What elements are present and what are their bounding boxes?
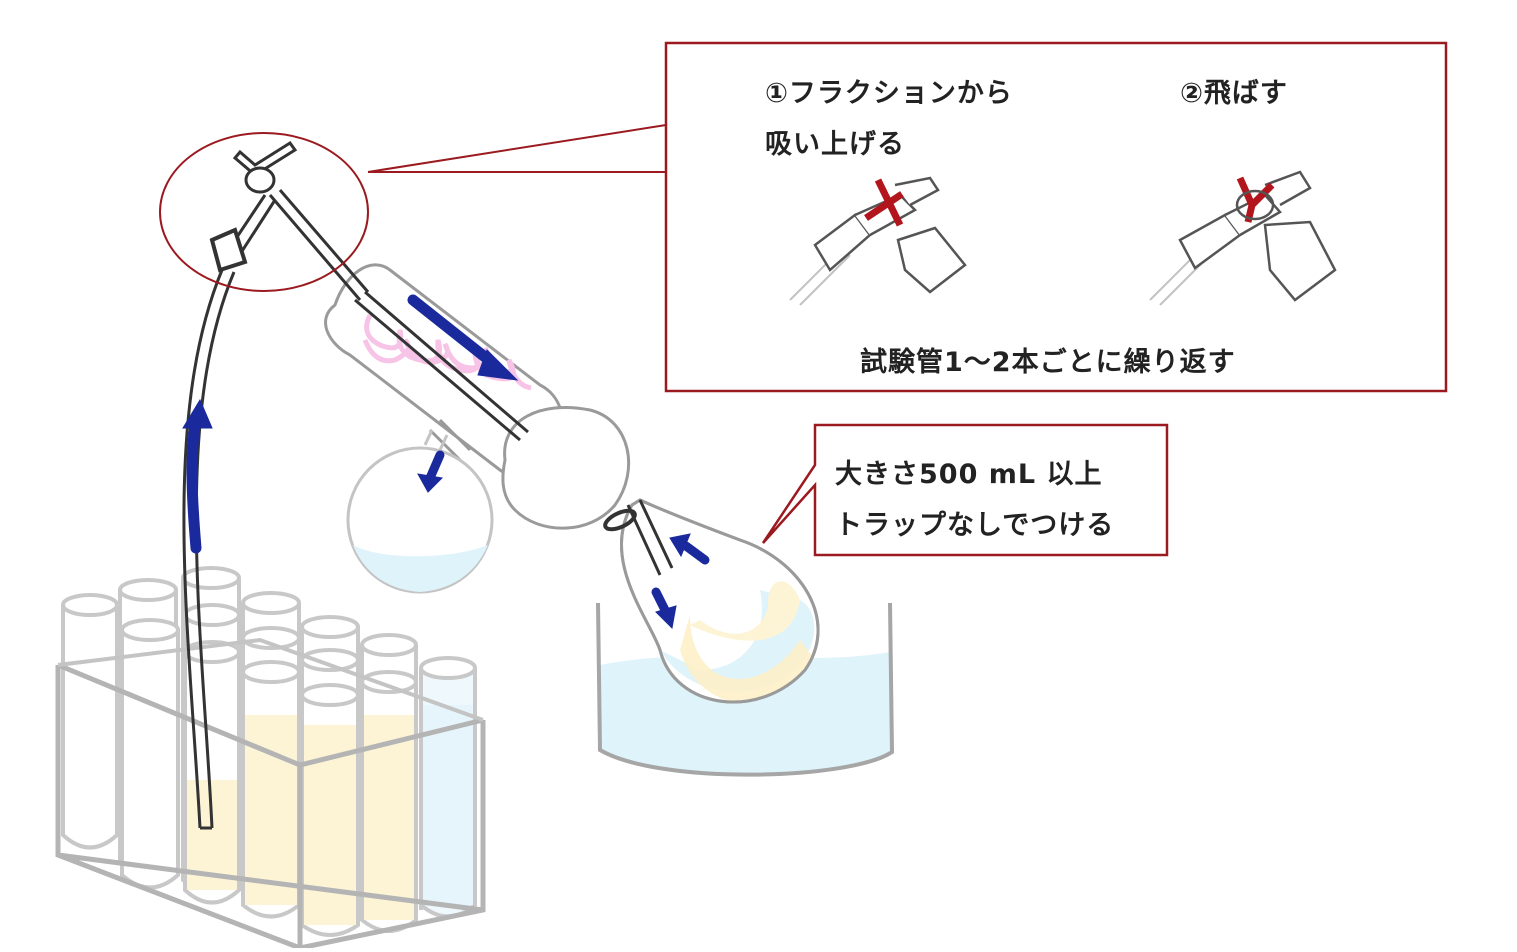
valve-closed-icon bbox=[864, 178, 904, 227]
repeat-note: 試験管1～2本ごとに繰り返す bbox=[860, 347, 1236, 378]
step1-illustration bbox=[789, 176, 967, 306]
rack-frame bbox=[55, 662, 486, 951]
test-tube bbox=[241, 660, 301, 905]
side-receiver-flask bbox=[346, 429, 494, 594]
arrow-flask-down bbox=[651, 587, 671, 617]
hand-icon bbox=[896, 226, 967, 294]
step1-label-line2: 吸い上げる bbox=[765, 129, 905, 160]
tube-connector bbox=[209, 227, 248, 273]
zoom-indicator bbox=[159, 124, 667, 292]
flask-note-line2: トラップなしでつける bbox=[835, 510, 1115, 541]
test-tube bbox=[183, 640, 241, 890]
condenser bbox=[324, 263, 631, 530]
test-tube-rack bbox=[55, 566, 486, 951]
receiving-flask bbox=[603, 498, 820, 704]
flask-clip-ring bbox=[603, 508, 637, 532]
test-tube bbox=[120, 618, 180, 890]
condenser-sidearm bbox=[428, 418, 472, 462]
step2-label: ②飛ばす bbox=[1180, 78, 1288, 109]
arrow-condenser bbox=[407, 294, 501, 371]
cold-bath bbox=[596, 602, 895, 777]
test-tube bbox=[360, 670, 418, 933]
stopcock-assembly bbox=[209, 140, 370, 301]
flow-arrows bbox=[182, 294, 710, 630]
step1-label-line1: ①フラクションから bbox=[765, 78, 1013, 109]
arrow-up-tube bbox=[186, 419, 202, 554]
rack-frame-back bbox=[57, 637, 484, 722]
arrow-side-flask bbox=[425, 450, 445, 483]
flask-callout-box bbox=[761, 423, 1169, 557]
test-tube bbox=[61, 593, 119, 850]
instruction-callout-box bbox=[664, 41, 1448, 393]
step2-illustration bbox=[1149, 170, 1337, 306]
hand-icon bbox=[1263, 220, 1337, 302]
arrow-flask-up bbox=[681, 541, 710, 565]
test-tube bbox=[419, 700, 473, 910]
flask-note-line1: 大きさ500 mL 以上 bbox=[835, 459, 1103, 490]
